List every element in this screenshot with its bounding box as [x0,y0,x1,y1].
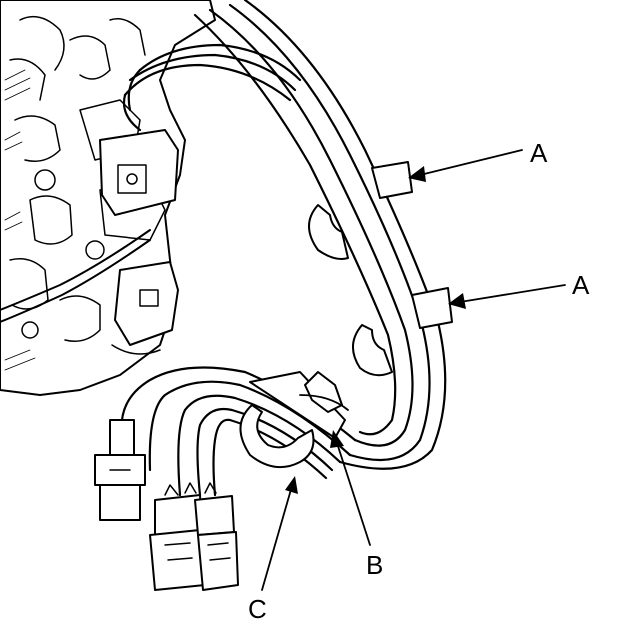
small-connector [94,419,146,521]
engine-casting [0,0,216,396]
clamp-tape-a-upper [308,161,413,260]
wire-harness-loop [122,0,447,470]
leader-c [261,476,298,591]
leader-a-lower [448,284,566,309]
callout-b: B [366,550,383,580]
large-connector-pair [149,482,239,591]
leader-a-upper [408,149,523,182]
clamp-tape-a-lower [352,287,453,377]
clamp-c [239,404,315,469]
clamp-b [249,371,349,439]
callout-c: C [248,594,267,624]
callout-a-lower: A [572,270,590,300]
callout-a-upper: A [530,138,548,168]
leader-b [330,430,371,546]
